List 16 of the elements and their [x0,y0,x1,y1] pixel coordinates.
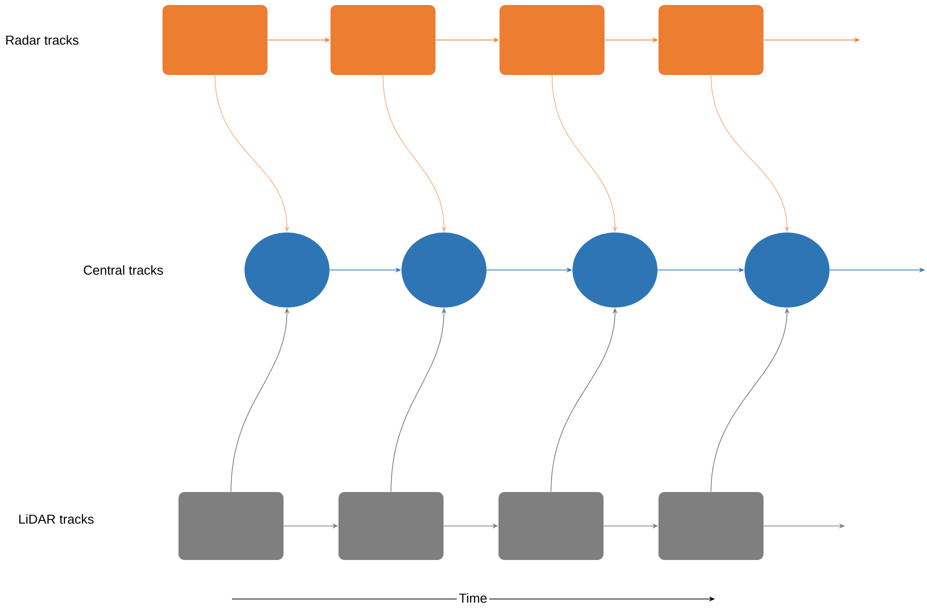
row-label: Radar tracks [6,35,78,45]
track-box [330,5,436,75]
track-box [658,492,764,560]
track-circle [402,232,486,308]
track-box [498,492,604,560]
row-label: LiDAR tracks [19,514,94,524]
row-label: Central tracks [84,265,163,275]
track-box [178,492,284,560]
track-circle [244,232,330,308]
track-box [338,492,444,560]
axis-label: Time [456,591,490,605]
track-circle [572,232,658,308]
track-box [500,5,604,75]
track-circle [744,232,830,308]
track-box [658,5,764,75]
track-box [162,5,268,75]
